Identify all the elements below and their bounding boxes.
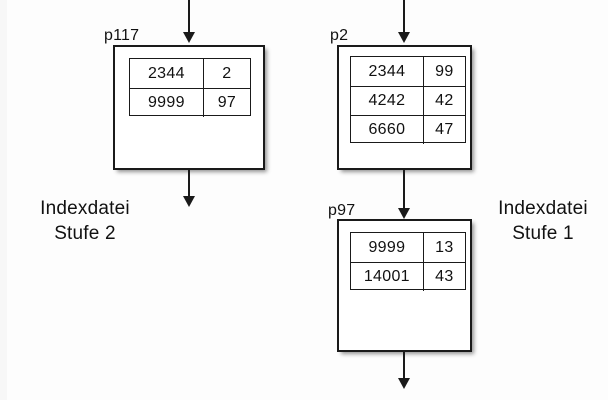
node-box-p2[interactable]: 2344 99 4242 42 6660 47	[337, 45, 472, 170]
pointer-cell: 42	[435, 92, 454, 109]
caption-right-index-level-1: Indexdatei Stufe 1	[483, 196, 603, 246]
pointer-cell: 2	[222, 64, 232, 82]
node-box-p97[interactable]: 9999 13 14001 43	[337, 219, 472, 352]
key-cell: 9999	[130, 89, 204, 117]
node-label-p117: p117	[104, 27, 140, 44]
caption-left-line1: Indexdatei	[40, 198, 130, 219]
pointer-cell: 97	[217, 94, 237, 111]
table-row: 2344 2	[130, 59, 250, 88]
key-cell: 2344	[351, 57, 424, 86]
node-label-p2: p2	[330, 27, 349, 44]
table-row: 4242 42	[351, 86, 465, 115]
pointer-cell: 47	[435, 121, 454, 138]
table-row: 9999 13	[351, 233, 465, 262]
table-row: 6660 47	[351, 115, 465, 144]
caption-right-line1: Indexdatei	[498, 198, 588, 219]
table-row: 2344 99	[351, 57, 465, 86]
key-cell: 4242	[351, 87, 424, 115]
key-table-p97: 9999 13 14001 43	[350, 232, 466, 291]
key-cell: 9999	[351, 233, 424, 262]
caption-left-index-level-2: Indexdatei Stufe 2	[10, 196, 160, 246]
pointer-cell: 43	[435, 268, 454, 285]
pointer-cell: 99	[435, 62, 454, 80]
key-cell: 14001	[351, 263, 424, 291]
key-table-p2: 2344 99 4242 42 6660 47	[350, 56, 466, 144]
arrow-out-of-p117-icon	[183, 170, 195, 207]
key-cell: 2344	[130, 59, 204, 88]
table-row: 9999 97	[130, 88, 250, 117]
caption-right-line2: Stufe 1	[512, 223, 574, 245]
caption-left-line2: Stufe 2	[54, 223, 116, 245]
pointer-cell: 13	[435, 238, 454, 256]
node-label-p97: p97	[328, 202, 356, 219]
key-table-p117: 2344 2 9999 97	[129, 58, 251, 117]
arrow-into-p2-icon	[398, 0, 410, 43]
arrow-into-p117-icon	[183, 0, 195, 43]
arrow-out-of-p97-icon	[398, 352, 410, 389]
key-cell: 6660	[351, 116, 424, 144]
node-box-p117[interactable]: 2344 2 9999 97	[113, 45, 265, 170]
arrow-p2-to-p97-icon	[398, 170, 410, 219]
table-row: 14001 43	[351, 262, 465, 291]
